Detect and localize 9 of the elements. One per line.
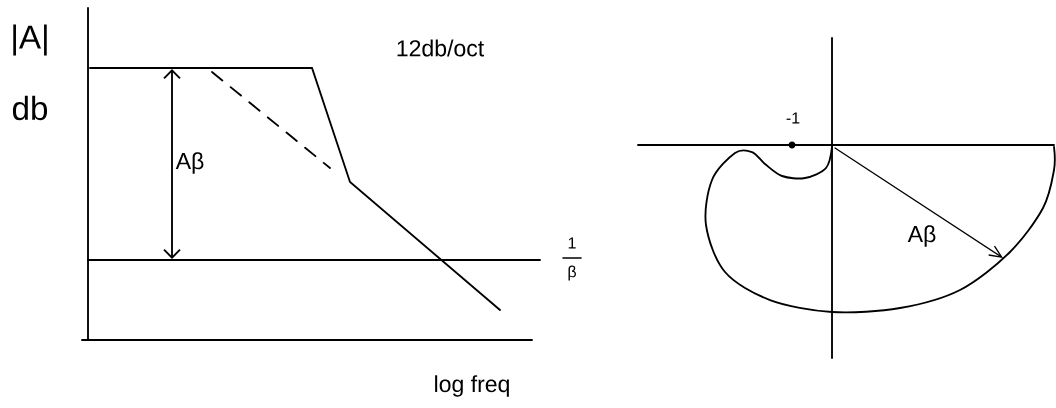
axis-label: db (12, 95, 48, 121)
point-label: -1 (786, 112, 800, 124)
dimension-label: Aβ (173, 149, 207, 177)
vector-label: Aβ (907, 225, 936, 247)
axis-label: log freq (435, 375, 509, 397)
axis-label: |A| (13, 24, 47, 56)
fraction-denominator: β (568, 265, 576, 281)
slope-label: 12db/oct (397, 39, 484, 57)
fraction-numerator: 1 (568, 237, 576, 249)
